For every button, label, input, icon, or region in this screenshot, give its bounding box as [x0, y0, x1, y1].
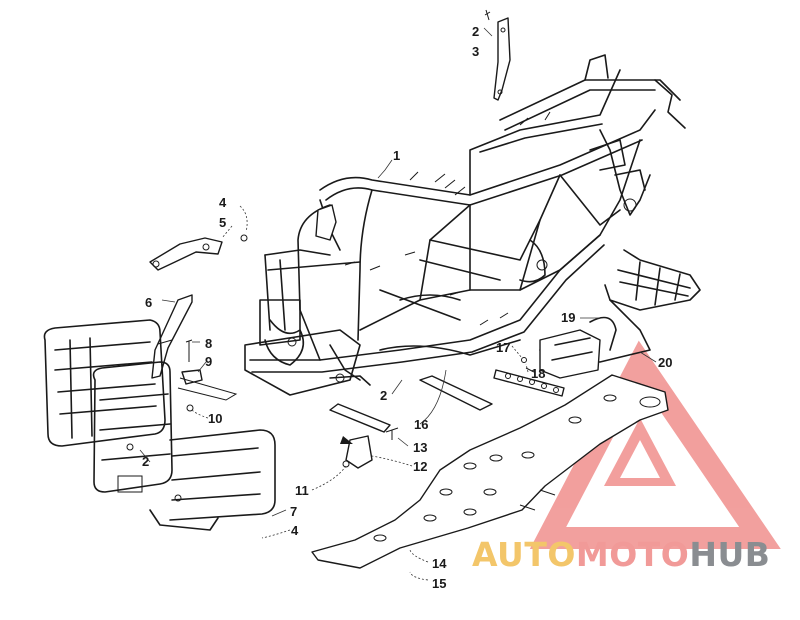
floor-brace-plate	[329, 375, 493, 433]
callout-9: 9	[205, 354, 213, 369]
callout-16: 16	[414, 417, 429, 432]
callout-4-lower: 4	[291, 523, 299, 538]
rear-rack-support	[539, 249, 701, 379]
callout-2-mid: 2	[380, 388, 388, 403]
callout-18: 18	[531, 366, 546, 381]
callout-17: 17	[496, 340, 511, 355]
callout-4-upper: 4	[219, 195, 227, 210]
callout-1: 1	[393, 148, 401, 163]
callout-5: 5	[219, 215, 227, 230]
callout-2-top: 2	[472, 24, 480, 39]
mount-strap	[484, 9, 511, 101]
callout-19: 19	[561, 310, 576, 325]
bolt-nut-set	[177, 339, 238, 412]
watermark-wordmark: AUTOMOTOHUB	[472, 538, 770, 571]
watermark-moto: MOTO	[575, 535, 690, 574]
callout-11: 11	[295, 483, 309, 498]
callout-13: 13	[413, 440, 428, 455]
callout-7: 7	[290, 504, 298, 519]
callout-12: 12	[413, 459, 428, 474]
callout-3: 3	[472, 44, 480, 59]
main-frame	[244, 54, 686, 396]
front-bracket	[149, 234, 248, 271]
callout-2-left: 2	[142, 454, 150, 469]
callout-8: 8	[205, 336, 213, 351]
bumper-support-bracket	[151, 294, 193, 379]
callout-6: 6	[145, 295, 153, 310]
front-bumper	[43, 319, 276, 531]
callout-15: 15	[432, 576, 447, 591]
rear-mount-bar	[493, 357, 565, 397]
side-bracket	[340, 427, 399, 469]
watermark-hub: HUB	[689, 535, 771, 574]
watermark-logo-icon	[529, 340, 781, 549]
watermark-auto: AUTO	[472, 535, 576, 574]
callout-14: 14	[432, 556, 447, 571]
leader-lines	[139, 27, 657, 581]
callout-20: 20	[658, 355, 673, 370]
callout-10: 10	[208, 411, 223, 426]
skid-plate	[311, 374, 669, 569]
